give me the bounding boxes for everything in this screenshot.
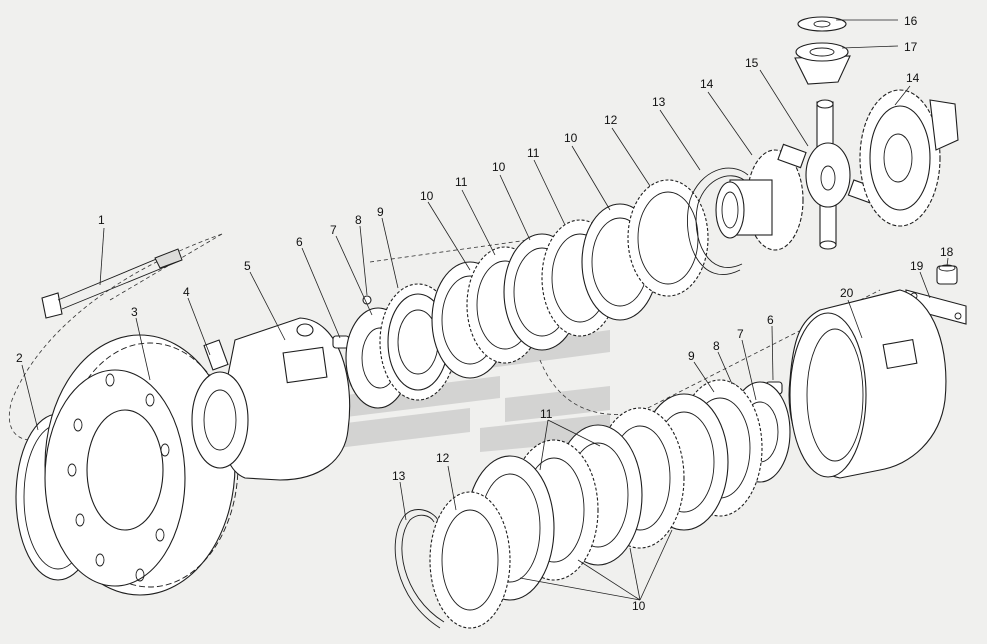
callout-part-11-upper-b: 11 bbox=[527, 146, 540, 160]
part-3-crown-gear bbox=[44, 334, 239, 596]
callout-part-14-right: 14 bbox=[906, 71, 920, 85]
part-13-snap-ring-lower bbox=[394, 509, 445, 629]
callout-part-1: 1 bbox=[98, 213, 105, 227]
callout-part-13-lower: 13 bbox=[392, 469, 406, 483]
part-16-thrust-washer bbox=[797, 16, 847, 32]
part-17-pinion-gear bbox=[794, 42, 851, 85]
callout-part-14-left: 14 bbox=[700, 77, 714, 91]
callout-part-8-lower: 8 bbox=[713, 339, 720, 353]
callout-part-11-lower: 11 bbox=[540, 407, 553, 421]
callout-part-8-upper: 8 bbox=[355, 213, 362, 227]
crown-gear-bolt-holes bbox=[67, 373, 170, 582]
upper-clutch-pack bbox=[431, 179, 709, 379]
callout-part-10-upper-b: 10 bbox=[492, 160, 506, 174]
callout-part-4: 4 bbox=[183, 285, 190, 299]
callout-part-7-upper: 7 bbox=[330, 223, 337, 237]
callout-part-7-lower: 7 bbox=[737, 327, 744, 341]
callout-part-6-lower: 6 bbox=[767, 313, 774, 327]
part-14-side-gear-left bbox=[715, 149, 804, 251]
callout-part-10-upper-a: 10 bbox=[420, 189, 434, 203]
callout-part-16: 16 bbox=[904, 14, 918, 28]
callout-part-9-lower: 9 bbox=[688, 349, 695, 363]
callout-part-6-upper: 6 bbox=[296, 235, 303, 249]
callout-part-18: 18 bbox=[940, 245, 954, 259]
callout-part-19: 19 bbox=[910, 259, 924, 273]
part-5-housing bbox=[191, 317, 351, 481]
part-14-side-gear-right bbox=[859, 89, 959, 227]
callout-part-5: 5 bbox=[244, 259, 251, 273]
callout-part-20: 20 bbox=[840, 286, 854, 300]
part-1-long-bolt bbox=[41, 248, 183, 319]
callout-labels: 1 2 3 4 5 6 7 8 9 10 11 10 11 10 12 13 1… bbox=[16, 14, 954, 613]
lower-clutch-pack bbox=[429, 379, 763, 629]
part-13-snap-ring-upper bbox=[687, 167, 749, 275]
callout-part-15: 15 bbox=[745, 56, 759, 70]
callout-part-3: 3 bbox=[131, 305, 138, 319]
part-18-nut bbox=[936, 264, 958, 285]
callout-part-12-upper: 12 bbox=[604, 113, 618, 127]
callout-part-17: 17 bbox=[904, 40, 918, 54]
leader-lines bbox=[21, 19, 949, 601]
callout-part-10-lower: 10 bbox=[632, 599, 646, 613]
part-15-spider-cross bbox=[777, 99, 891, 250]
callout-part-2: 2 bbox=[16, 351, 23, 365]
callout-part-13-upper: 13 bbox=[652, 95, 666, 109]
callout-part-11-upper-a: 11 bbox=[455, 175, 468, 189]
part-4-stud bbox=[203, 339, 229, 371]
callout-part-9-upper: 9 bbox=[377, 205, 384, 219]
callout-part-10-upper-c: 10 bbox=[564, 131, 578, 145]
callout-part-12-lower: 12 bbox=[436, 451, 450, 465]
part-20-clutch-drum bbox=[788, 289, 947, 479]
